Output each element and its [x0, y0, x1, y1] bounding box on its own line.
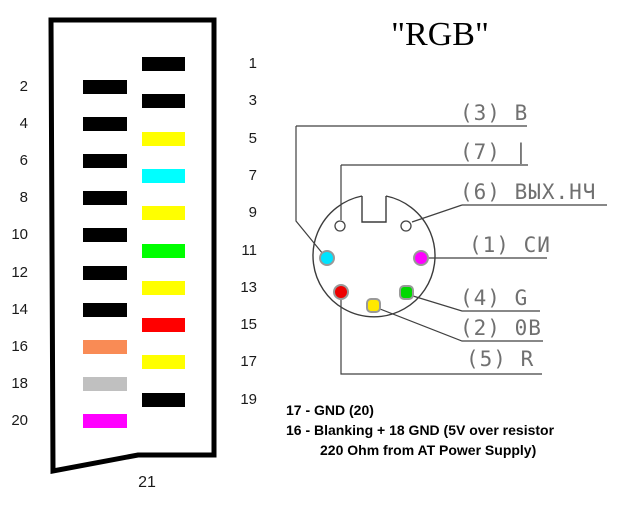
scart-pin-number-8: 8	[19, 189, 28, 206]
scart-pin-number-9: 9	[248, 204, 257, 221]
note-line-1: 17 - GND (20)	[286, 402, 374, 418]
din-pin-6-audio-out	[400, 220, 412, 232]
scart-pin-3	[142, 94, 185, 108]
din-pin-3-blue	[319, 250, 335, 266]
leader-line-pin5	[340, 299, 542, 375]
scart-pin21-label: 21	[138, 474, 156, 491]
notes-block: 17 - GND (20) 16 - Blanking + 18 GND (5V…	[286, 400, 554, 460]
scart-pin-11	[142, 244, 185, 258]
din-connector-body	[312, 195, 436, 318]
scart-pin-number-6: 6	[19, 152, 28, 169]
scart-pin-number-10: 10	[11, 226, 28, 243]
scart-pin-16	[83, 340, 127, 354]
scart-pin-number-16: 16	[11, 338, 28, 355]
din-pin-1-sync	[413, 250, 429, 266]
scart-pin-1	[142, 57, 185, 71]
scart-pin-number-3: 3	[248, 92, 257, 109]
scart-pin-14	[83, 303, 127, 317]
leader-line-pin6	[411, 204, 463, 223]
din-label-pin2-0b: (2) 0B	[460, 316, 542, 340]
scart-pin-group	[83, 57, 185, 428]
scart-pin-number-13: 13	[240, 279, 257, 296]
din-label-pin7-intensity: (7) |	[460, 140, 529, 164]
scart-pin-2	[83, 80, 127, 94]
din-label-pin3-b: (3) B	[460, 101, 529, 125]
scart-pin-6	[83, 154, 127, 168]
scart-pin-number-2: 2	[19, 78, 28, 95]
scart-pin-18	[83, 377, 127, 391]
scart-pin-8	[83, 191, 127, 205]
din-label-pin5-r: (5) R	[466, 347, 535, 371]
scart-pin-5	[142, 132, 185, 146]
din-pin-7-intensity	[334, 220, 346, 232]
scart-pin-15	[142, 318, 185, 332]
scart-pin-19	[142, 393, 185, 407]
note-line-3: 220 Ohm from AT Power Supply)	[320, 442, 537, 458]
scart-pin-number-17: 17	[240, 353, 257, 370]
scart-pin-number-4: 4	[19, 115, 28, 132]
leader-line-pin3	[295, 126, 324, 255]
din-title: "RGB"	[391, 16, 489, 53]
scart-pin-number-20: 20	[11, 412, 28, 429]
scart-pin-number-5: 5	[248, 130, 257, 147]
din-key-notch	[361, 196, 387, 223]
scart-connector-outline	[48, 17, 217, 475]
din-pin-2-ground	[366, 298, 381, 313]
scart-pin-9	[142, 206, 185, 220]
scart-pin-number-12: 12	[11, 264, 28, 281]
scart-pin-number-18: 18	[11, 375, 28, 392]
note-line-2: 16 - Blanking + 18 GND (5V over resistor	[286, 422, 555, 438]
scart-pin-4	[83, 117, 127, 131]
scart-pin-12	[83, 266, 127, 280]
din-label-pin4-g: (4) G	[460, 286, 529, 310]
scart-pin-20	[83, 414, 127, 428]
din-pin-4-green	[399, 285, 414, 300]
scart-pin-number-19: 19	[240, 391, 257, 408]
scart-pin-13	[142, 281, 185, 295]
leader-line-pin4	[412, 295, 540, 312]
scart-pin-7	[142, 169, 185, 183]
scart-pin-number-7: 7	[248, 167, 257, 184]
scart-pin-number-15: 15	[240, 316, 257, 333]
scart-pin-10	[83, 228, 127, 242]
scart-pin-number-14: 14	[11, 301, 28, 318]
scart-pin-number-11: 11	[241, 242, 257, 259]
leader-line-pin2	[379, 308, 543, 342]
din-pin-5-red	[333, 284, 349, 300]
scart-pin-17	[142, 355, 185, 369]
scart-pin-number-1: 1	[248, 55, 257, 72]
din-label-pin6-audio-out: (6) ВЫХ.НЧ	[460, 180, 597, 204]
din-label-pin1-sync: (1) СИ	[469, 233, 551, 257]
